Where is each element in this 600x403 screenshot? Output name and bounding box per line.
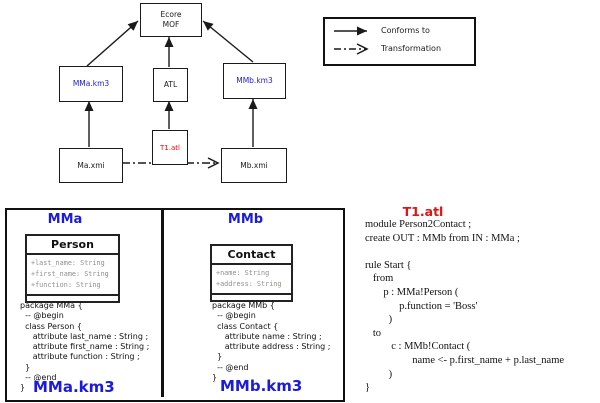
code-line: } [20,362,31,372]
atl-code-line: name <- p.first_name + p.last_name [365,354,565,366]
code-line: class Contact { [212,321,279,331]
atl-code-line: from [365,273,394,285]
ecore-label-line1: Ecore [160,10,182,19]
mma-km3-code: package MMa { -- @begin class Person { a… [20,301,149,394]
node-t1-atl: T1.atl [152,130,188,165]
person-attr: +function: String [31,281,101,289]
mma-km3-label: MMa.km3 [72,79,110,88]
arrow-mma-km3-to-ecore [86,20,139,67]
code-line: attribute last_name : String ; [20,331,149,341]
atl-code-line: module Person2Contact ; [365,219,472,230]
atl-code-line: p : MMa!Person ( [365,286,459,298]
contact-attr: +address: String [216,280,282,288]
mmb-km3-code: package MMb { -- @begin class Contact { … [212,301,330,383]
atl-code-line: create OUT : MMb from IN : MMa ; [365,232,520,244]
code-line: } [20,383,26,393]
person-class-name: Person [27,236,118,255]
person-class-box: Person +last_name: String +first_name: S… [25,234,120,303]
mmb-km3-label: MMb.km3 [236,76,273,85]
t1-atl-label: T1.atl [160,143,180,152]
code-line: attribute name : String ; [212,331,322,341]
contact-class-name: Contact [212,246,291,265]
code-line: -- @begin [212,311,256,321]
atl-code-line: } [365,382,371,394]
code-line: -- @end [20,373,57,383]
legend [323,17,476,66]
contact-operations-compartment [212,295,291,300]
atl-code-block: module Person2Contact ; create OUT : MMb… [365,218,564,395]
code-line: -- @begin [20,311,64,321]
code-line: attribute function : String ; [20,352,140,362]
contact-class-box: Contact +name: String +address: String [210,244,293,302]
code-line: -- @end [212,362,249,372]
mmb-km3-footer: MMb.km3 [220,377,303,395]
code-line: package MMb { [212,301,275,310]
ecore-label-line2: MOF [162,20,180,29]
node-mma-km3: MMa.km3 [59,66,123,102]
contact-attributes: +name: String +address: String [212,265,291,295]
atl-code-line: c : MMb!Contact ( [365,341,471,353]
code-line: } [212,373,218,383]
node-mmb-km3: MMb.km3 [223,63,286,99]
arrow-mmb-km3-to-ecore [202,20,254,63]
mma-column-title: MMa [47,212,83,227]
mma-km3-footer: MMa.km3 [33,378,115,396]
atl-code-line [365,245,564,259]
mmb-column-title: MMb [227,212,264,227]
node-mb-xmi: Mb.xmi [221,148,287,183]
person-attr: +first_name: String [31,270,109,278]
code-line: } [212,352,223,362]
node-atl: ATL [153,68,188,102]
code-line: package MMa { [20,301,83,310]
code-line: class Person { [20,321,83,331]
legend-conforms-label: Conforms to [381,26,430,35]
atl-code-line: p.function = 'Boss' [365,300,478,312]
atl-code-line: ) [365,314,393,326]
atl-code-line: ) [365,368,393,380]
atl-code-line: to [365,327,382,339]
node-ecore-mof: Ecore MOF [140,3,202,37]
node-ma-xmi: Ma.xmi [59,148,123,183]
person-attr: +last_name: String [31,259,105,267]
code-line: attribute first_name : String ; [20,342,150,352]
atl-label: ATL [163,80,178,89]
atl-code-line: rule Start { [365,259,412,271]
mb-xmi-label: Mb.xmi [240,160,268,170]
legend-transformation-label: Transformation [381,44,442,53]
code-line: attribute address : String ; [212,342,331,352]
atl-file-title: T1.atl [402,204,444,219]
person-attributes: +last_name: String +first_name: String +… [27,255,118,296]
panel-divider [161,210,164,397]
ma-xmi-label: Ma.xmi [77,160,105,170]
contact-attr: +name: String [216,269,270,277]
